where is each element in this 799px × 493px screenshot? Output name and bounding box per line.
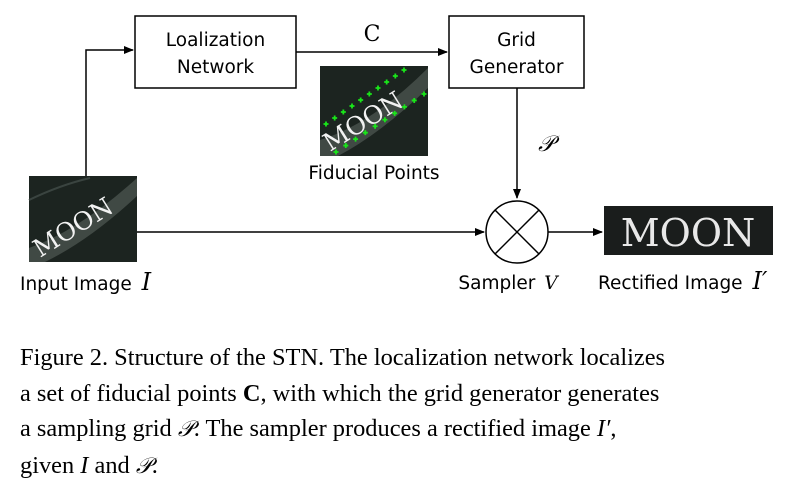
fiducial-point: [343, 143, 349, 149]
caption-line-4-a: given: [20, 451, 81, 479]
fiducial-point: [372, 123, 378, 129]
caption-symbol-p: 𝒫: [177, 417, 194, 442]
caption-line-2: a set of fiducial points C, with which t…: [20, 376, 790, 412]
sampler-node: [485, 200, 549, 264]
fiducial-point: [401, 67, 407, 73]
fiducial-point: [401, 104, 407, 110]
input-to-localization-arrow: [85, 46, 134, 176]
caption-line-4: given I and 𝒫.: [20, 448, 790, 485]
sampler-caption: Sampler V: [458, 273, 559, 294]
grid-generator-label-line2: Generator: [470, 57, 564, 78]
fiducial-point: [323, 121, 329, 127]
caption-symbol-i-prime: I′: [596, 415, 611, 442]
caption-symbol-i: I: [80, 451, 89, 479]
caption-line-2-c: , with which the grid generator generate…: [260, 379, 660, 407]
figure-caption: Figure 2. Structure of the STN. The loca…: [20, 340, 790, 484]
caption-line-1-text: Figure 2. Structure of the STN. The loca…: [20, 344, 666, 371]
caption-line-1: Figure 2. Structure of the STN. The loca…: [20, 340, 790, 376]
caption-symbol-p-2: 𝒫: [135, 453, 152, 479]
rectified-image-caption: Rectified Image I′: [598, 267, 768, 295]
rectified-image-word: MOON: [621, 211, 755, 255]
input-image: MOON: [28, 176, 137, 263]
fiducial-point: [333, 149, 339, 155]
fiducial-point: [421, 91, 427, 97]
input-image-caption: Input Image I: [20, 268, 152, 296]
sampler-label: Sampler: [458, 273, 535, 294]
sampling-grid-symbol-p: 𝒫: [538, 132, 560, 157]
fiducial-point: [366, 91, 372, 97]
caption-line-3-a: a sampling grid: [20, 415, 178, 442]
fiducial-point: [332, 115, 338, 121]
fiducial-points-image: MOON: [318, 66, 428, 157]
fiducial-point: [392, 110, 398, 116]
rectified-image: MOON: [604, 206, 773, 255]
fiducial-point: [384, 79, 390, 85]
fiducial-point: [411, 97, 417, 103]
caption-line-4-c: and: [88, 451, 136, 479]
caption-line-3: a sampling grid 𝒫. The sampler produces …: [20, 411, 790, 448]
input-image-label: Input Image: [20, 274, 132, 295]
rectified-image-symbol: I′: [751, 267, 767, 295]
fiducial-points-label: Fiducial Points: [308, 163, 439, 184]
caption-symbol-c: C: [242, 379, 261, 407]
localization-network-label-line2: Network: [177, 57, 255, 78]
localization-network-node: Loalization Network: [134, 15, 297, 89]
fiducial-point: [392, 73, 398, 79]
fiducial-point: [382, 117, 388, 123]
fiducial-point: [358, 97, 364, 103]
fiducial-points-symbol-c: C: [364, 22, 381, 47]
sampler-symbol: V: [544, 273, 559, 294]
caption-line-4-e: .: [151, 451, 158, 479]
caption-line-2-a: a set of fiducial points: [20, 379, 243, 407]
stn-diagram: Loalization Network Grid Generator C 𝒫 M…: [20, 15, 773, 296]
fiducial-point: [340, 109, 346, 115]
fiducial-point-markers: [323, 67, 427, 155]
localization-network-label-line1: Loalization: [166, 30, 265, 51]
caption-line-3-c: . The sampler produces a rectified image: [193, 415, 597, 442]
fiducial-point: [362, 130, 368, 136]
fiducial-point: [349, 103, 355, 109]
caption-line-3-e: ,: [610, 415, 617, 442]
input-image-symbol: I: [141, 268, 152, 296]
grid-generator-node: Grid Generator: [448, 15, 585, 89]
fiducial-point: [375, 85, 381, 91]
grid-generator-label-line1: Grid: [497, 30, 536, 51]
rectified-image-label: Rectified Image: [598, 273, 743, 294]
fiducial-point: [353, 136, 359, 142]
